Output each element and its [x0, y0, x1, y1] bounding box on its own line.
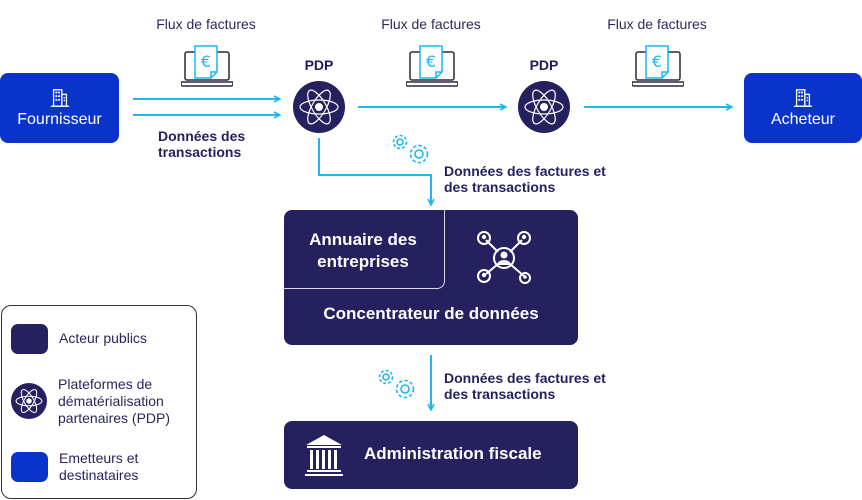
- svg-text:€: €: [201, 52, 211, 71]
- buyer-box[interactable]: Acheteur: [744, 73, 862, 143]
- legend-label-line: partenaires (PDP): [58, 410, 171, 426]
- atom-icon: [299, 89, 339, 125]
- building-icon: [793, 89, 813, 107]
- atom-icon: [15, 389, 43, 413]
- svg-text:€: €: [652, 52, 662, 71]
- building-icon: [50, 89, 69, 107]
- invoice-tx-data-1-line1: Données des factures et: [444, 163, 606, 179]
- invoice-tx-data-label-2: Données des factures et des transactions: [444, 370, 606, 402]
- administration-title: Administration fiscale: [364, 444, 542, 463]
- legend: Acteur publics Plateformes de dématérial…: [1, 305, 197, 499]
- arrow-supplier-to-pdp-1: [133, 99, 280, 115]
- pdp-label-1: PDP: [304, 57, 334, 73]
- transaction-data-line2: transactions: [158, 144, 242, 160]
- buyer-label: Acheteur: [770, 111, 836, 128]
- laptop-invoice-icon: €: [632, 45, 684, 87]
- directory-line2: entreprises: [317, 252, 409, 271]
- legend-swatch-pdp: [11, 383, 47, 419]
- legend-label: Acteur publics: [59, 330, 147, 346]
- legend-swatch-public-actor: [11, 324, 48, 354]
- legend-label: Plateformes de dématérialisation partena…: [58, 376, 170, 427]
- legend-label-line: dématérialisation: [58, 393, 164, 409]
- invoice-tx-data-label-1: Données des factures et des transactions: [444, 163, 606, 195]
- invoice-flow-label-1: Flux de factures: [156, 16, 256, 32]
- legend-label-line: Emetteurs et: [59, 450, 139, 466]
- svg-text:€: €: [426, 52, 436, 71]
- supplier-box[interactable]: Fournisseur: [0, 73, 119, 143]
- legend-label-line: Plateformes de: [58, 376, 153, 392]
- directory-section[interactable]: Annuaire des entreprises: [284, 210, 445, 289]
- directory-label: Annuaire des entreprises: [284, 229, 442, 273]
- pdp-label-2: PDP: [529, 57, 559, 73]
- arrow-pdp1-to-concentrator: [318, 138, 431, 205]
- invoice-tx-data-2-line2: des transactions: [444, 386, 556, 402]
- transaction-data-line1: Données des: [158, 128, 246, 144]
- transaction-data-label: Données des transactions: [158, 128, 245, 160]
- pdp-node-1[interactable]: [293, 81, 345, 133]
- directory-line1: Annuaire des: [309, 230, 417, 249]
- gears-icon: [378, 369, 415, 399]
- atom-icon: [524, 89, 564, 125]
- concentrator-title: Concentrateur de données: [323, 304, 539, 323]
- legend-item-emitters: Emetteurs et destinataires: [11, 450, 138, 484]
- legend-item-public-actors: Acteur publics: [11, 324, 147, 354]
- invoice-tx-data-2-line1: Données des factures et: [444, 370, 606, 386]
- concentrator-box[interactable]: Annuaire des entreprises Concentrateur d…: [284, 210, 578, 345]
- legend-item-pdp: Plateformes de dématérialisation partena…: [11, 376, 170, 427]
- invoice-tx-data-1-line2: des transactions: [444, 179, 556, 195]
- administration-box[interactable]: Administration fiscale: [284, 421, 578, 489]
- pdp-node-2[interactable]: [518, 81, 570, 133]
- legend-label-line: destinataires: [59, 467, 139, 483]
- supplier-label: Fournisseur: [17, 111, 102, 128]
- invoice-flow-label-2: Flux de factures: [381, 16, 481, 32]
- invoice-flow-label-3: Flux de factures: [607, 16, 707, 32]
- legend-swatch-emitter: [11, 452, 48, 482]
- bank-icon: [305, 435, 343, 476]
- network-users-icon: [477, 231, 531, 284]
- laptop-invoice-icon: €: [406, 45, 458, 87]
- legend-label: Emetteurs et destinataires: [59, 450, 138, 484]
- gears-icon: [392, 134, 429, 164]
- laptop-invoice-icon: €: [181, 45, 233, 87]
